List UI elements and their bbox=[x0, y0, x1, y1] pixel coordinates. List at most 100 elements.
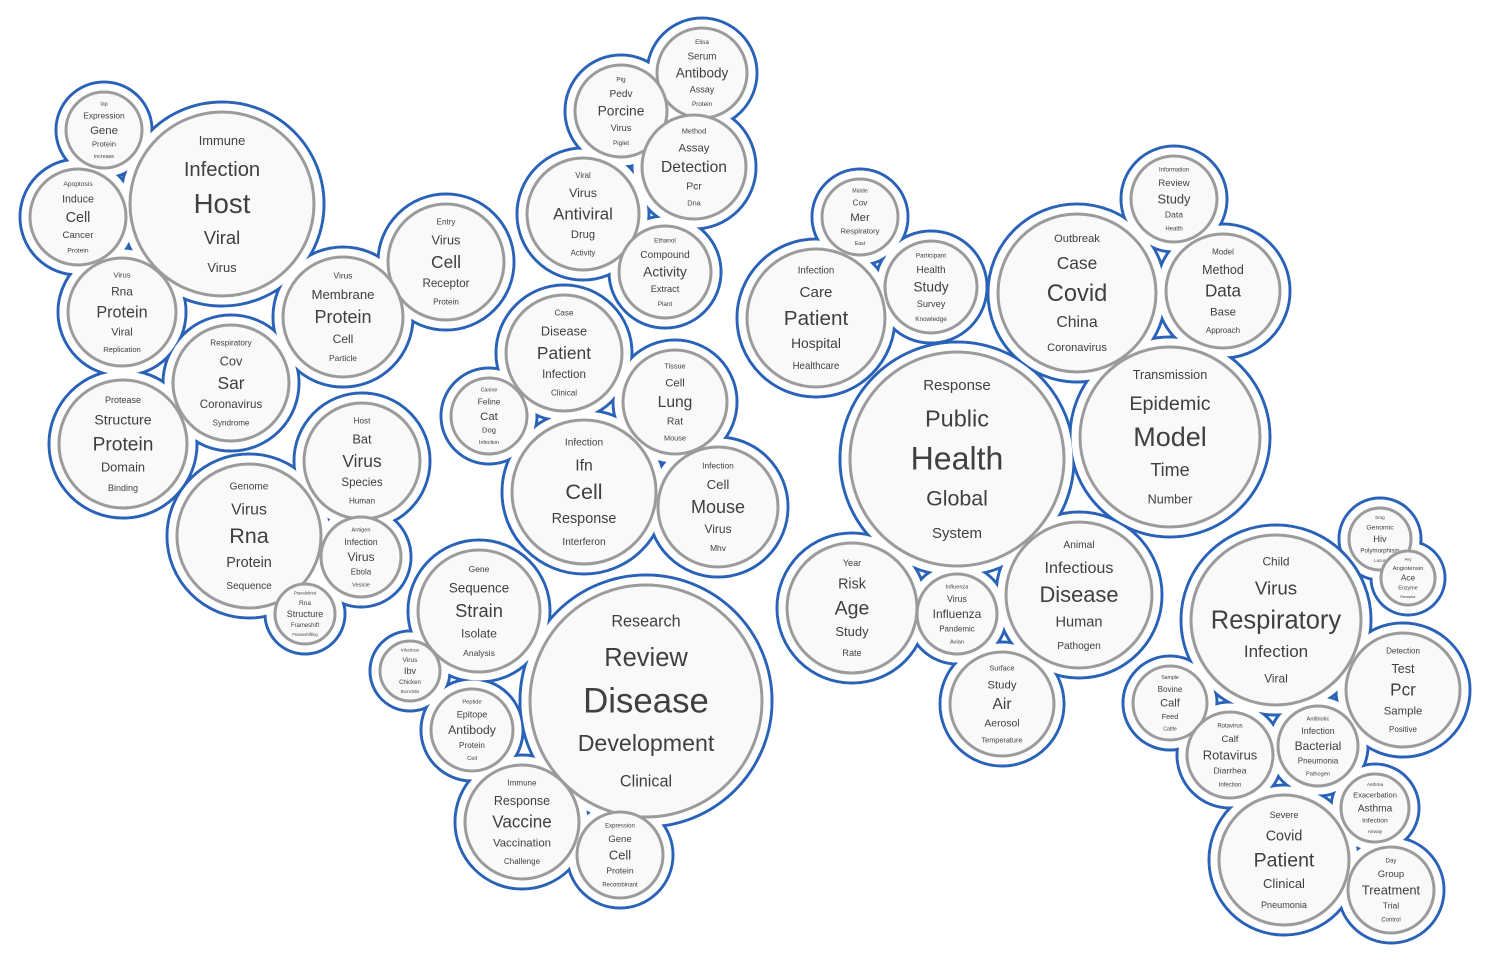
topic-circle[interactable] bbox=[416, 548, 542, 674]
topic-circle[interactable] bbox=[281, 255, 405, 379]
topic-circle[interactable] bbox=[429, 687, 515, 773]
topic-word: Cat bbox=[480, 411, 499, 423]
topic-circle[interactable] bbox=[1164, 232, 1282, 350]
topic-circle[interactable] bbox=[621, 348, 729, 456]
topic-circle[interactable] bbox=[66, 256, 178, 368]
topic-circle[interactable] bbox=[745, 247, 887, 389]
topic-circle[interactable] bbox=[319, 515, 403, 599]
topic-circle[interactable] bbox=[57, 378, 189, 510]
topic-circle[interactable] bbox=[656, 445, 780, 569]
topic-circle[interactable] bbox=[504, 293, 624, 413]
topic-circle[interactable] bbox=[1131, 664, 1209, 742]
topic-circle[interactable] bbox=[996, 212, 1158, 374]
topic-bubble[interactable]: AntibioticInfectionBacterialPneumoniaPat… bbox=[1276, 704, 1360, 788]
topic-word: Review bbox=[604, 644, 688, 672]
topic-circle[interactable] bbox=[1129, 154, 1219, 244]
topic-word: Viral bbox=[204, 227, 240, 248]
topic-circle[interactable] bbox=[1217, 793, 1351, 927]
topic-circle[interactable] bbox=[528, 583, 764, 819]
topic-circle[interactable] bbox=[1004, 520, 1154, 670]
topic-circle[interactable] bbox=[617, 224, 713, 320]
topic-circle[interactable] bbox=[28, 167, 128, 267]
topic-circle[interactable] bbox=[1379, 549, 1437, 607]
topic-bubble[interactable]: PseudoknotRnaStructureFrameshiftFrameshi… bbox=[273, 582, 337, 646]
topic-circle[interactable] bbox=[64, 90, 144, 170]
topic-circle[interactable] bbox=[128, 110, 316, 298]
topic-circle[interactable] bbox=[640, 113, 748, 221]
topic-circle[interactable] bbox=[820, 177, 900, 257]
topic-circle[interactable] bbox=[1189, 533, 1363, 707]
topic-circle[interactable] bbox=[525, 156, 641, 272]
topic-circle[interactable] bbox=[1339, 772, 1411, 844]
topic-word: Response bbox=[552, 511, 617, 527]
topic-circle[interactable] bbox=[510, 418, 658, 566]
topic-circle[interactable] bbox=[449, 376, 529, 456]
topic-circle[interactable] bbox=[273, 582, 337, 646]
topic-circle[interactable] bbox=[1185, 710, 1275, 800]
topic-circle[interactable] bbox=[948, 650, 1056, 758]
topic-circle[interactable] bbox=[1346, 845, 1436, 935]
topic-circle[interactable] bbox=[575, 810, 665, 900]
topic-circle[interactable] bbox=[1344, 631, 1462, 749]
topic-circle[interactable] bbox=[1078, 345, 1262, 529]
topic-bubble[interactable]: ImmuneResponseVaccineVaccinationChalleng… bbox=[463, 763, 581, 881]
topic-circle[interactable] bbox=[915, 572, 999, 656]
topic-circle[interactable] bbox=[883, 239, 979, 335]
topic-circle[interactable] bbox=[175, 462, 323, 610]
topic-circle[interactable] bbox=[463, 763, 581, 881]
topic-circle[interactable] bbox=[848, 350, 1066, 568]
topic-circle[interactable] bbox=[378, 639, 442, 703]
topic-circle[interactable] bbox=[1276, 704, 1360, 788]
topic-circle[interactable] bbox=[171, 323, 291, 443]
topic-circle[interactable] bbox=[386, 202, 506, 322]
topic-circle[interactable] bbox=[573, 63, 669, 159]
